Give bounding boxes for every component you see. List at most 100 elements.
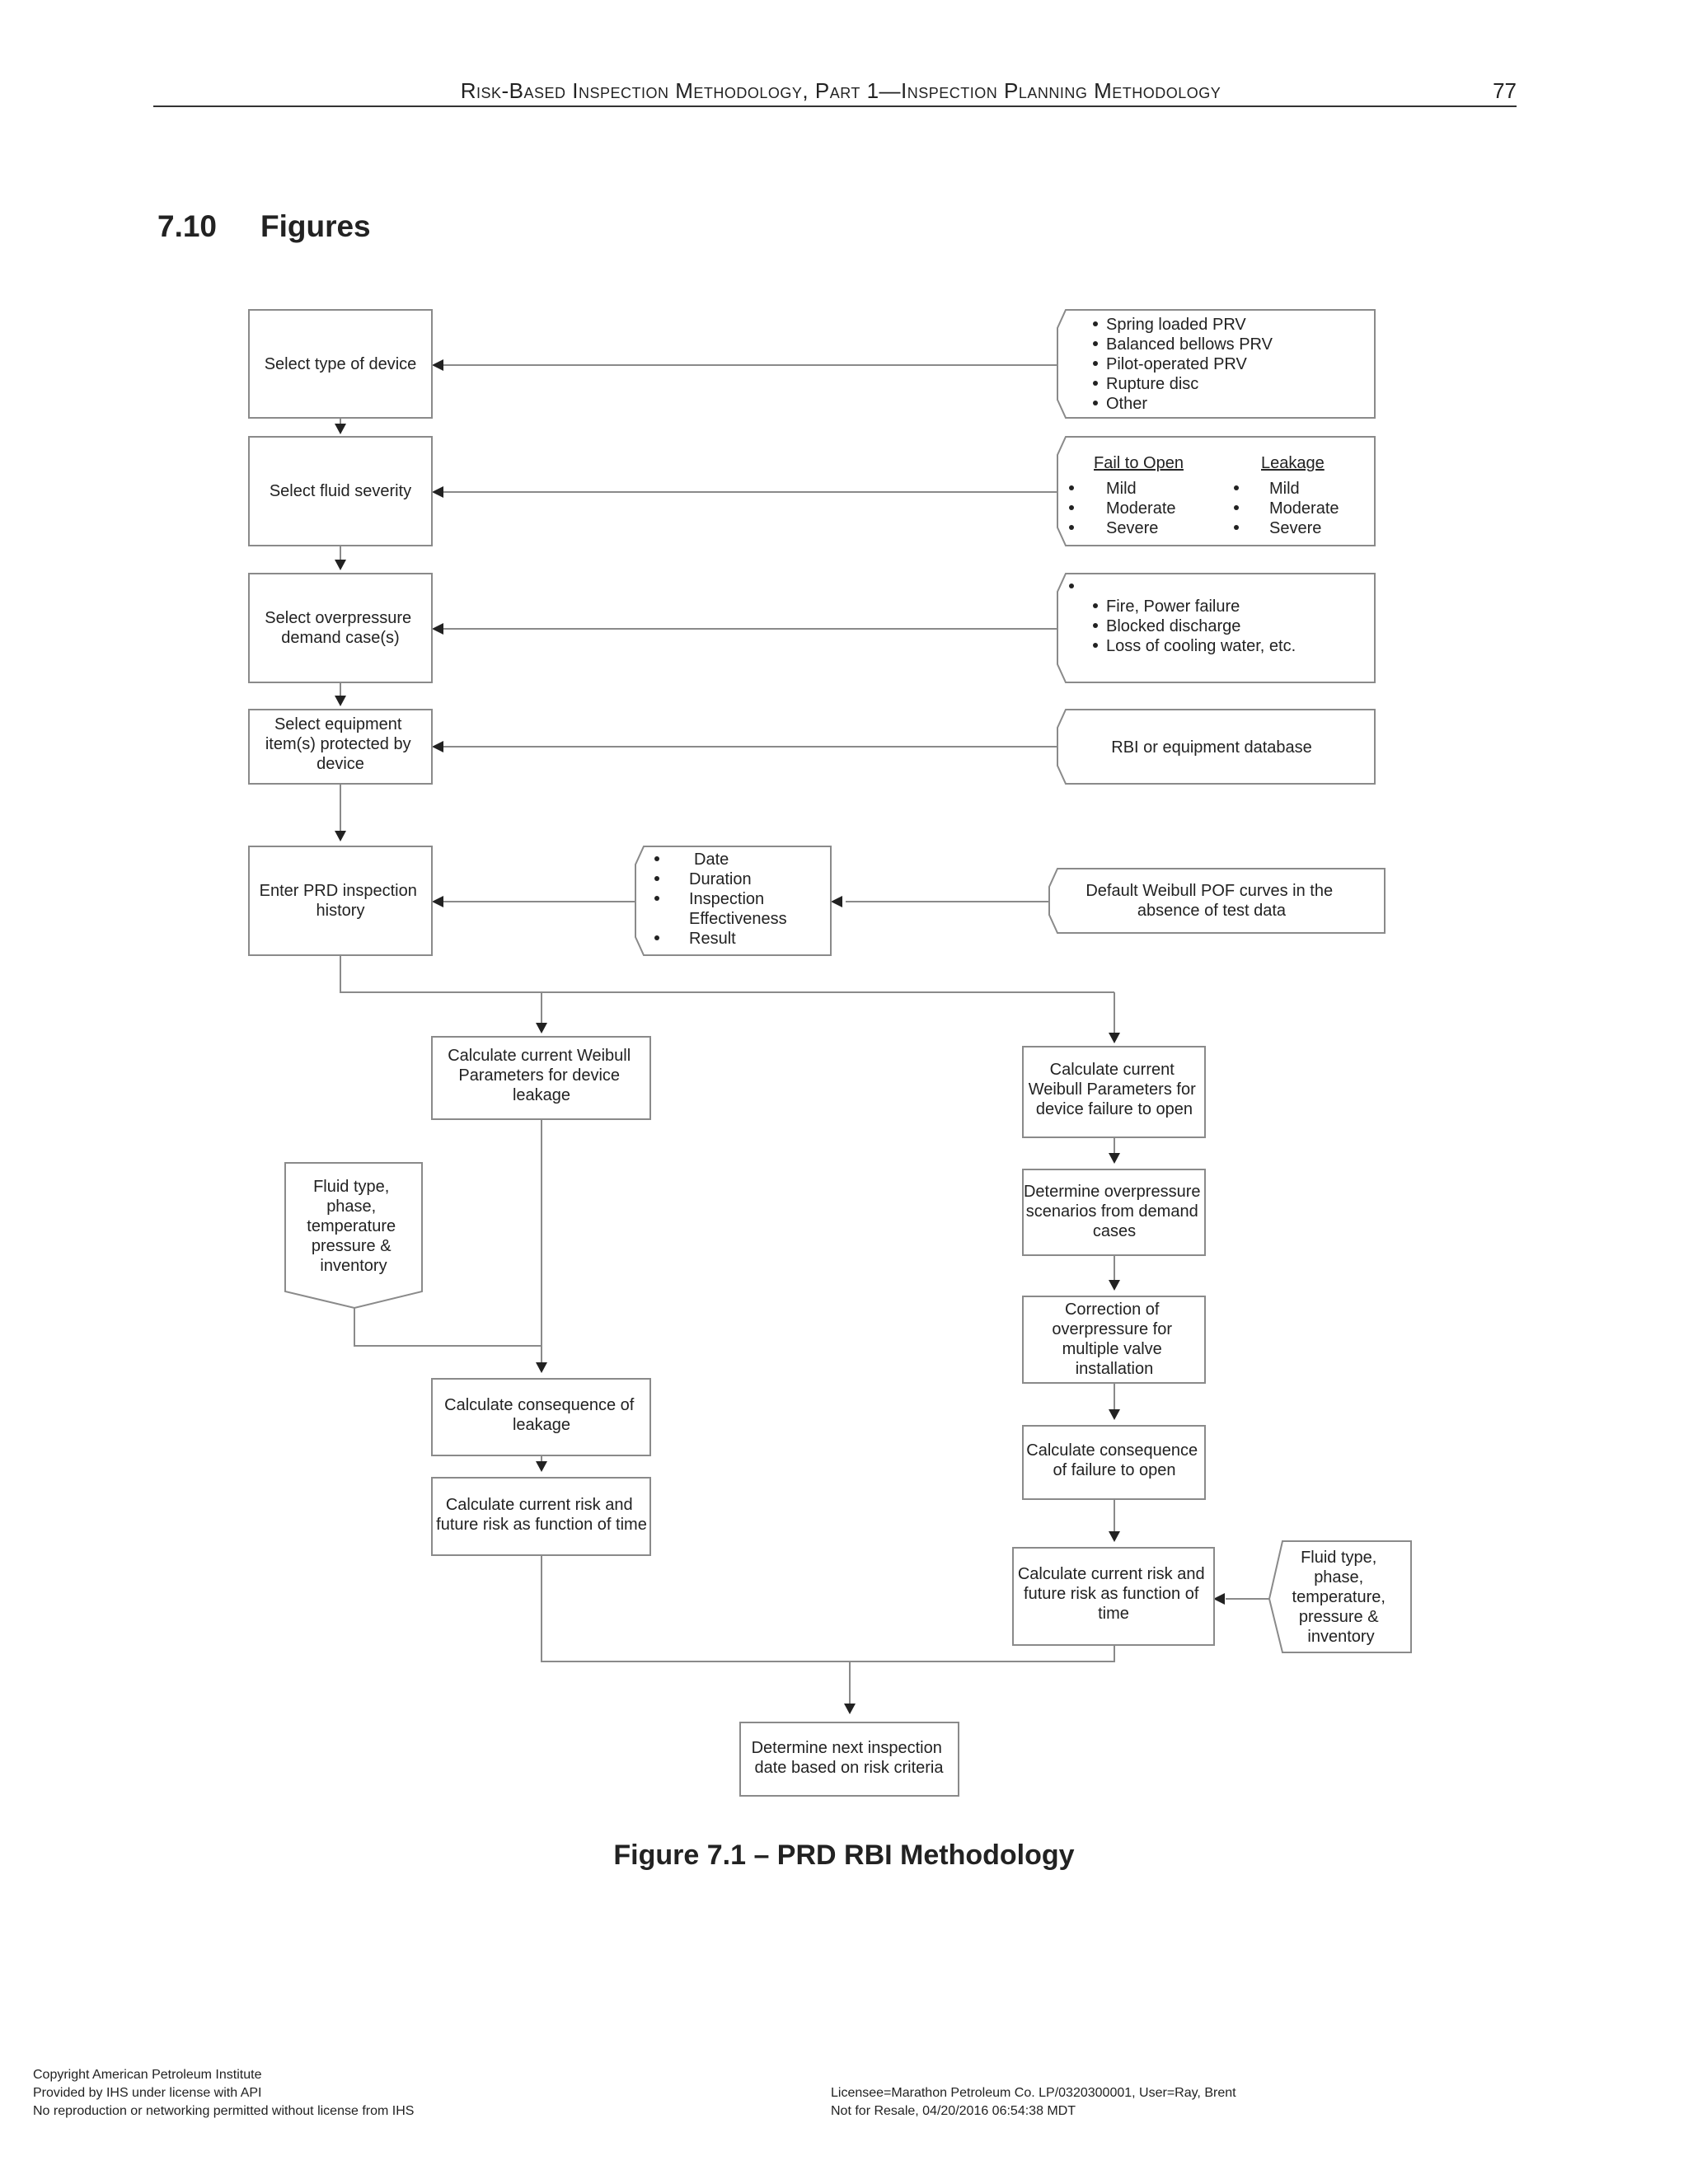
svg-text:Select equipment item(s): Select equipment item(s) protected by de… xyxy=(265,715,415,773)
box-line: Select type of device xyxy=(265,355,417,373)
device-type-item: Balanced bellows PRV xyxy=(1106,335,1273,354)
section-number: 7.10 xyxy=(157,209,218,243)
device-type-item: Rupture disc xyxy=(1106,375,1198,393)
calc-consequence-leakage-box: Calculate consequence of leakage xyxy=(431,1378,651,1456)
leakage-item: Mild xyxy=(1269,480,1300,498)
leakage-item: Severe xyxy=(1269,519,1321,537)
box-line: Determine next inspection xyxy=(752,1739,942,1757)
box-line: Calculate current Weibull xyxy=(448,1047,631,1065)
box-line: Determine overpressure xyxy=(1024,1183,1201,1201)
fail-to-open-item: Mild xyxy=(1106,480,1137,498)
header-rule xyxy=(153,105,1517,107)
box-line: temperature, xyxy=(1292,1588,1386,1606)
running-header-title: Risk-Based Inspection Methodology, Part … xyxy=(460,78,1221,103)
rbi-database-box: RBI or equipment database xyxy=(1057,709,1376,785)
calc-consequence-fto-box: Calculate consequence of failure to open xyxy=(1022,1425,1206,1500)
box-line: leakage xyxy=(513,1086,570,1104)
box-line: Fluid type, xyxy=(313,1178,389,1196)
enter-history-box: Enter PRD inspection history xyxy=(248,846,433,956)
box-line: Weibull Parameters for xyxy=(1029,1080,1196,1099)
determine-next-inspection-box: Determine next inspection date based on … xyxy=(739,1722,959,1797)
box-line: Calculate consequence xyxy=(1026,1441,1198,1460)
box-line: pressure & xyxy=(312,1237,392,1255)
svg-text:Fluid type, phase,: Fluid type, phase, temperature, pressure… xyxy=(1292,1549,1390,1646)
page-number: 77 xyxy=(1493,78,1517,103)
box-line: Correction of xyxy=(1065,1301,1160,1319)
box-line: future risk as function of time xyxy=(436,1516,647,1534)
footer-line: Copyright American Petroleum Institute xyxy=(33,2068,262,2082)
box-line: Fluid type, xyxy=(1301,1549,1376,1567)
history-item: Inspection xyxy=(689,890,764,908)
select-type-device-box: Select type of device xyxy=(248,309,433,419)
box-line: RBI or equipment database xyxy=(1111,738,1312,757)
fluid-type-right-box: Fluid type, phase, temperature, pressure… xyxy=(1268,1540,1412,1653)
box-line: Select equipment xyxy=(274,715,402,733)
footer-left: Copyright American Petroleum Institute P… xyxy=(33,2066,414,2121)
running-header: Risk-Based Inspection Methodology, Part … xyxy=(124,78,1558,104)
svg-text:Default Weibull POF curves in: Default Weibull POF curves in the absenc… xyxy=(1085,882,1337,920)
select-overpressure-box: Select overpressure demand case(s) xyxy=(248,573,433,683)
history-item: Result xyxy=(689,930,736,948)
calc-weibull-leakage-box: Calculate current Weibull Parameters for… xyxy=(431,1036,651,1120)
device-types-box: Spring loaded PRV Balanced bellows PRV P… xyxy=(1057,309,1376,419)
leakage-item: Moderate xyxy=(1269,499,1339,518)
svg-text:Calculate current Weibull: Calculate current Weibull Parameters for… xyxy=(448,1047,635,1104)
box-line: history xyxy=(316,902,365,920)
footer-line: Provided by IHS under license with API xyxy=(33,2086,262,2100)
calc-weibull-fto-box: Calculate current Weibull Parameters for… xyxy=(1022,1046,1206,1138)
box-line: phase, xyxy=(1314,1568,1363,1586)
svg-text:Correction of overpressu: Correction of overpressure for multiple … xyxy=(1052,1301,1176,1378)
fail-to-open-heading: Fail to Open xyxy=(1094,454,1184,472)
device-type-item: Spring loaded PRV xyxy=(1106,316,1246,334)
box-line: time xyxy=(1098,1605,1129,1623)
footer-line: Not for Resale, 04/20/2016 06:54:38 MDT xyxy=(831,2104,1076,2118)
box-line: pressure & xyxy=(1299,1608,1379,1626)
box-line: device failure to open xyxy=(1036,1100,1193,1118)
footer-right: Licensee=Marathon Petroleum Co. LP/03203… xyxy=(831,2084,1236,2121)
svg-text:Select fluid severity: Select fluid severity xyxy=(270,482,411,500)
arrowheads xyxy=(335,359,1225,1714)
box-line: device xyxy=(316,755,364,773)
box-line: cases xyxy=(1093,1222,1136,1240)
box-line: temperature xyxy=(307,1217,396,1235)
box-line: overpressure for xyxy=(1052,1320,1172,1338)
box-line: Select fluid severity xyxy=(270,482,411,500)
correction-overpressure-box: Correction of overpressure for multiple … xyxy=(1022,1296,1206,1384)
box-line: phase, xyxy=(326,1197,376,1216)
severity-box: Fail to Open Leakage Mild Moderate Sever… xyxy=(1057,436,1376,546)
demand-case-item: Blocked discharge xyxy=(1106,617,1240,635)
svg-text:Calculate current risk and: Calculate current risk and future risk a… xyxy=(1018,1565,1209,1623)
demand-cases-box: Fire, Power failure Blocked discharge Lo… xyxy=(1057,573,1376,683)
calc-risk-right-box: Calculate current risk and future risk a… xyxy=(1012,1547,1215,1646)
svg-text:Determine overpressure s: Determine overpressure scenarios from de… xyxy=(1024,1183,1205,1240)
svg-text:Calculate current risk and: Calculate current risk and future risk a… xyxy=(436,1496,647,1534)
history-item: Duration xyxy=(689,870,752,888)
svg-text:Calculate current Weibul: Calculate current Weibull Parameters for… xyxy=(1029,1061,1201,1118)
svg-text:Calculate consequence of: Calculate consequence of leakage xyxy=(444,1396,639,1434)
svg-text:Fluid type, phase,: Fluid type, phase, temperature pressure … xyxy=(307,1178,400,1275)
fail-to-open-item: Moderate xyxy=(1106,499,1176,518)
box-line: scenarios from demand xyxy=(1026,1202,1198,1221)
demand-case-item: Fire, Power failure xyxy=(1106,598,1240,616)
box-line: Calculate consequence of xyxy=(444,1396,635,1414)
fluid-type-left-box: Fluid type, phase, temperature pressure … xyxy=(284,1162,423,1310)
svg-text:RBI or equipment database: RBI or equipment database xyxy=(1111,738,1312,757)
figure-caption: Figure 7.1 – PRD RBI Methodology xyxy=(613,1840,1075,1871)
svg-text:Determine next inspection: Determine next inspection date based on … xyxy=(752,1739,947,1777)
device-type-item: Other xyxy=(1106,395,1147,413)
box-line: item(s) protected by xyxy=(265,735,411,753)
calc-risk-left-box: Calculate current risk and future risk a… xyxy=(431,1477,651,1556)
box-line: absence of test data xyxy=(1137,902,1287,920)
svg-text:Enter PRD inspection his: Enter PRD inspection history xyxy=(260,882,422,920)
box-line: date based on risk criteria xyxy=(754,1759,944,1777)
device-type-item: Pilot-operated PRV xyxy=(1106,355,1248,373)
fail-to-open-item: Severe xyxy=(1106,519,1158,537)
box-line: Enter PRD inspection xyxy=(260,882,417,900)
select-equipment-box: Select equipment item(s) protected by de… xyxy=(248,709,433,785)
history-item: Date xyxy=(694,851,729,869)
box-line: Calculate current risk and xyxy=(1018,1565,1205,1583)
box-line: inventory xyxy=(320,1257,387,1275)
box-line: installation xyxy=(1076,1360,1154,1378)
box-line: of failure to open xyxy=(1053,1461,1176,1479)
